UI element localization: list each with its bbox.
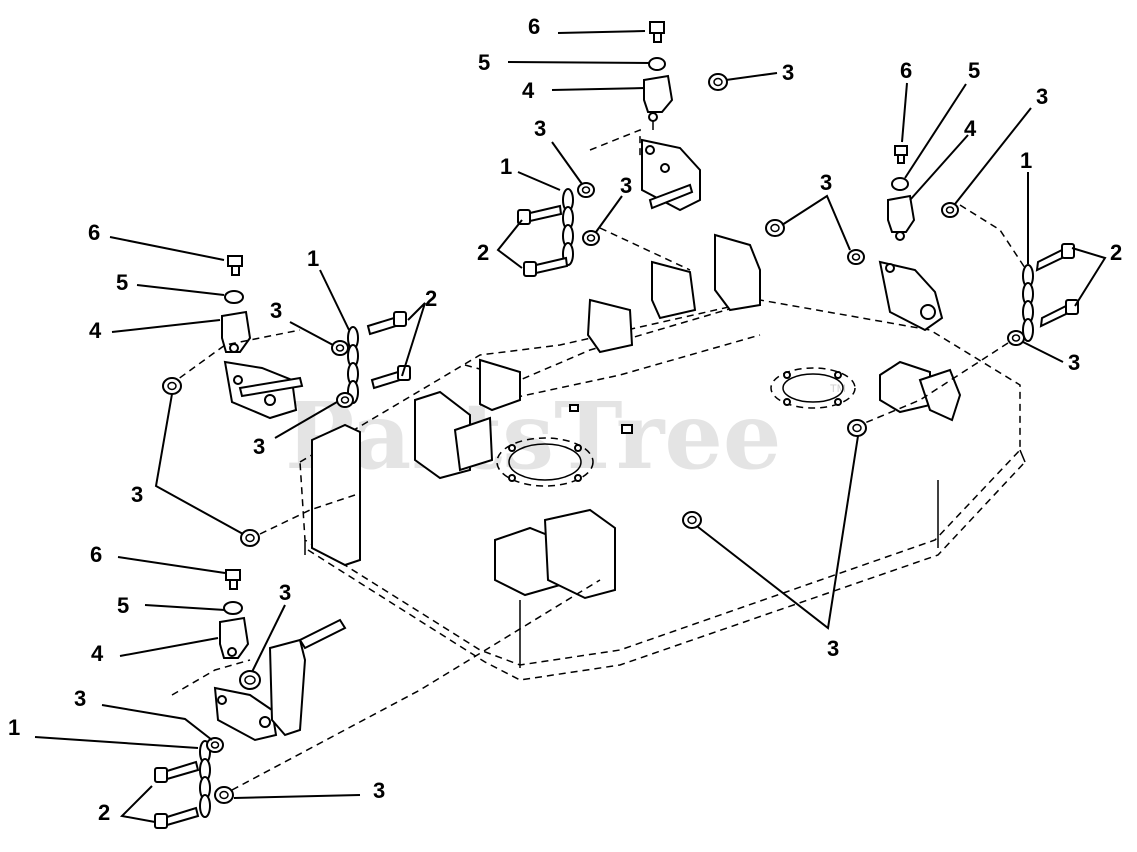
- mower-deck: [299, 299, 1026, 681]
- right-hanger-assembly: [765, 145, 1079, 426]
- callout-top-5: 5: [478, 50, 490, 75]
- callout-center-3: 3: [827, 636, 839, 661]
- callout-top-3a: 3: [782, 60, 794, 85]
- watermark-text: PartsTree: [285, 382, 781, 490]
- nut-part-3-center-b: [847, 419, 867, 437]
- callout-right-6: 6: [900, 58, 912, 83]
- bolt-part-2-left-b: [370, 365, 411, 390]
- callout-right-4: 4: [964, 116, 977, 141]
- spindle-opening-left: [508, 443, 582, 481]
- nut-part-3-center-a: [682, 511, 702, 529]
- bolt-part-2-top-a: [517, 204, 563, 225]
- bolt-part-6-bottom: [225, 569, 241, 590]
- callout-bottom-3a: 3: [279, 580, 291, 605]
- bolt-part-2-right-a: [1035, 243, 1075, 272]
- hanger-block-part-4-top: [643, 74, 674, 113]
- washer-part-5-top: [648, 57, 666, 71]
- callout-bottom-5: 5: [117, 593, 129, 618]
- callout-top-4: 4: [522, 78, 535, 103]
- nut-part-3-top-b: [582, 230, 600, 246]
- callout-right-3c: 3: [1068, 350, 1080, 375]
- bolt-part-2-top-b: [523, 256, 569, 277]
- hanger-block-part-4-bottom: [219, 616, 250, 659]
- callout-left-2: 2: [425, 286, 437, 311]
- callout-top-1: 1: [500, 154, 512, 179]
- washer-part-5-bottom: [223, 601, 243, 615]
- left-hanger-assembly: [162, 255, 411, 547]
- callout-left-6: 6: [88, 220, 100, 245]
- callout-bottom-4: 4: [91, 641, 104, 666]
- nut-part-3-left-b: [336, 392, 354, 408]
- bolt-part-2-bottom-a: [154, 760, 200, 783]
- bolt-part-6-right: [894, 145, 908, 164]
- nut-part-3-right-low: [1007, 330, 1025, 346]
- callout-bottom-3c: 3: [373, 778, 385, 803]
- nut-part-3-right-washer: [765, 219, 785, 237]
- bolt-part-6-top: [649, 21, 665, 43]
- callout-left-3c: 3: [131, 482, 143, 507]
- bolt-part-2-left-a: [366, 311, 407, 336]
- callout-top-2: 2: [477, 240, 489, 265]
- nut-part-3-right-top: [941, 202, 959, 218]
- nut-part-3-bottom-b: [214, 786, 234, 804]
- callout-right-3b: 3: [820, 170, 832, 195]
- callout-bottom-1: 1: [8, 715, 20, 740]
- chain-part-1-right: [1022, 264, 1034, 342]
- bolt-part-2-bottom-b: [154, 806, 200, 829]
- callout-left-4: 4: [89, 318, 102, 343]
- chain-part-1-bottom: [199, 740, 211, 818]
- bottom-hanger-assembly: [154, 569, 601, 829]
- nut-part-3-bottom-a: [206, 737, 224, 753]
- callout-right-2: 2: [1110, 240, 1122, 265]
- chain-part-1-left: [347, 326, 359, 404]
- callout-bottom-6: 6: [90, 542, 102, 567]
- nut-part-3-left-a: [331, 340, 349, 356]
- callout-right-5: 5: [968, 58, 980, 83]
- hanger-block-part-4-right: [887, 194, 916, 233]
- callout-labels: 6 5 4 3 3 1 3 2 6 5 4 1 3 2 3 3 6 5 3 4 …: [8, 14, 1122, 825]
- callout-left-3b: 3: [253, 434, 265, 459]
- callout-left-5: 5: [116, 270, 128, 295]
- top-hanger-assembly: [517, 21, 761, 354]
- leader-lines: [34, 30, 1107, 823]
- washer-part-5-right: [891, 177, 909, 191]
- spindle-opening-right: [782, 373, 844, 403]
- nut-part-3-left-lower: [240, 529, 260, 547]
- nut-part-3-bottom-washer: [239, 670, 261, 690]
- washer-part-5-left: [224, 290, 244, 304]
- callout-top-3b: 3: [534, 116, 546, 141]
- nut-part-3-right-mid: [847, 249, 865, 265]
- chain-part-1-top: [562, 188, 574, 266]
- callout-right-3a: 3: [1036, 84, 1048, 109]
- nut-part-3-left-outer: [162, 377, 182, 395]
- nut-part-3-top-a: [577, 182, 595, 198]
- callout-bottom-2: 2: [98, 800, 110, 825]
- callout-left-3a: 3: [270, 298, 282, 323]
- callout-right-1: 1: [1020, 148, 1032, 173]
- bolt-part-6-left: [227, 255, 243, 276]
- nut-part-3-top-right: [708, 73, 728, 91]
- hanger-arm-bottom: [213, 686, 278, 742]
- callout-top-3c: 3: [620, 173, 632, 198]
- bolt-part-2-right-b: [1039, 299, 1079, 328]
- callout-left-1: 1: [307, 246, 319, 271]
- callout-top-6: 6: [528, 14, 540, 39]
- callout-bottom-3b: 3: [74, 686, 86, 711]
